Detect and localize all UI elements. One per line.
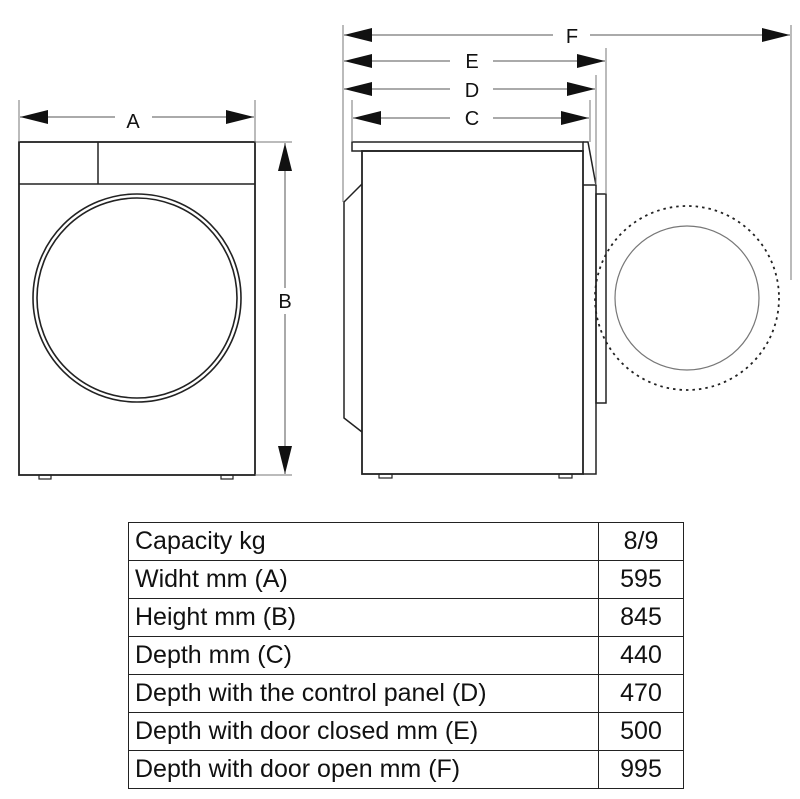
spec-value: 470 xyxy=(598,674,684,713)
dim-label-b: B xyxy=(278,291,291,313)
dim-label-c: C xyxy=(465,108,479,130)
closed-door xyxy=(595,193,607,404)
table-row: Depth with door closed mm (E)500 xyxy=(128,712,684,751)
spec-label: Depth with door open mm (F) xyxy=(128,750,599,789)
table-row: Depth mm (C)440 xyxy=(128,636,684,675)
foot xyxy=(38,474,52,480)
side-view xyxy=(342,25,792,479)
spec-value: 8/9 xyxy=(598,522,684,561)
spec-value: 500 xyxy=(598,712,684,751)
dim-label-d: D xyxy=(465,80,479,102)
foot xyxy=(220,474,234,480)
spec-label: Widht mm (A) xyxy=(128,560,599,599)
spec-label: Depth with door closed mm (E) xyxy=(128,712,599,751)
door-outer xyxy=(32,193,242,403)
spec-label: Depth with the control panel (D) xyxy=(128,674,599,713)
dim-label-a: A xyxy=(126,111,140,133)
foot xyxy=(558,473,573,479)
door-inner xyxy=(36,197,238,399)
table-row: Height mm (B)845 xyxy=(128,598,684,637)
foot xyxy=(378,473,393,479)
spec-label: Capacity kg xyxy=(128,522,599,561)
front-view xyxy=(18,100,292,480)
open-door-glass xyxy=(614,225,760,371)
spec-value: 595 xyxy=(598,560,684,599)
dim-label-f: F xyxy=(566,26,578,48)
dim-label-e: E xyxy=(465,51,478,73)
table-row: Depth with the control panel (D)470 xyxy=(128,674,684,713)
back-bulge xyxy=(343,183,363,433)
spec-value: 845 xyxy=(598,598,684,637)
front-panel xyxy=(583,141,597,475)
dimension-drawing: A B F xyxy=(18,25,792,480)
table-row: Depth with door open mm (F)995 xyxy=(128,750,684,789)
spec-label: Depth mm (C) xyxy=(128,636,599,675)
spec-label: Height mm (B) xyxy=(128,598,599,637)
table-row: Widht mm (A)595 xyxy=(128,560,684,599)
spec-value: 995 xyxy=(598,750,684,789)
front-body xyxy=(18,141,256,476)
top-slab xyxy=(351,141,584,152)
side-body xyxy=(361,150,584,475)
open-door-swing xyxy=(594,205,780,391)
spec-value: 440 xyxy=(598,636,684,675)
